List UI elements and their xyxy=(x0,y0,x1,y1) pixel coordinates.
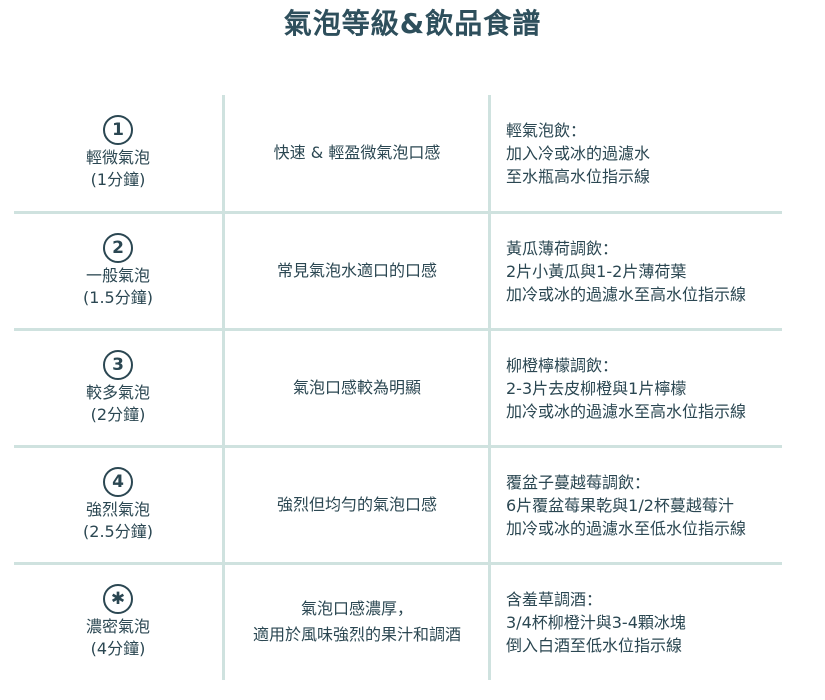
row-divider xyxy=(14,328,782,331)
level-number-badge: 1 xyxy=(103,115,133,145)
recipe-line: 加冷或冰的過濾水至高水位指示線 xyxy=(506,401,747,421)
description-line: 強烈但均勻的氣泡口感 xyxy=(276,495,437,514)
recipe-line: 加冷或冰的過濾水至低水位指示線 xyxy=(506,518,747,538)
recipe-title: 覆盆子蔓越莓調飲： xyxy=(506,472,651,492)
recipe-title: 柳橙檸檬調飲： xyxy=(506,355,619,375)
recipe-cell: 含羞草調酒： 3/4杯柳橙汁與3-4顆冰塊 倒入白酒至低水位指示線 xyxy=(506,564,782,680)
recipe-line: 3/4杯柳橙汁與3-4顆冰塊 xyxy=(506,612,686,632)
level-name: 一般氣泡 xyxy=(85,266,150,285)
description-cell: 氣泡口感濃厚， 適用於風味強烈的果汁和調酒 xyxy=(224,564,490,680)
column-divider xyxy=(488,95,491,680)
carbonation-table: 1 輕微氣泡 (1分鐘) 快速 & 輕盈微氣泡口感 輕氣泡飲： 加入冷或冰的過濾… xyxy=(14,95,782,680)
row-divider xyxy=(14,211,782,214)
table-row: 4 強烈氣泡 (2.5分鐘) 強烈但均勻的氣泡口感 覆盆子蔓越莓調飲： 6片覆盆… xyxy=(14,447,782,563)
description-line: 適用於風味強烈的果汁和調酒 xyxy=(252,625,461,644)
description-line: 氣泡口感較為明顯 xyxy=(292,378,421,397)
level-name: 輕微氣泡 xyxy=(85,148,150,167)
recipe-line: 加冷或冰的過濾水至高水位指示線 xyxy=(506,284,747,304)
recipe-line: 6片覆盆莓果乾與1/2杯蔓越莓汁 xyxy=(506,495,734,515)
recipe-line: 至水瓶高水位指示線 xyxy=(506,166,651,186)
recipe-cell: 柳橙檸檬調飲： 2-3片去皮柳橙與1片檸檬 加冷或冰的過濾水至高水位指示線 xyxy=(506,330,782,446)
description-cell: 快速 & 輕盈微氣泡口感 xyxy=(224,95,490,211)
page-title: 氣泡等級&飲品食譜 xyxy=(283,7,542,40)
description-line: 常見氣泡水適口的口感 xyxy=(276,261,437,280)
level-duration: (2.5分鐘) xyxy=(83,522,153,541)
level-duration: (1分鐘) xyxy=(90,170,146,189)
table-row: 3 較多氣泡 (2分鐘) 氣泡口感較為明顯 柳橙檸檬調飲： 2-3片去皮柳橙與1… xyxy=(14,330,782,446)
level-name: 較多氣泡 xyxy=(85,383,150,402)
recipe-line: 倒入白酒至低水位指示線 xyxy=(506,635,683,655)
level-duration: (4分鐘) xyxy=(90,639,146,658)
description-cell: 強烈但均勻的氣泡口感 xyxy=(224,447,490,563)
level-cell: ✱ 濃密氣泡 (4分鐘) xyxy=(14,564,222,680)
recipe-line: 加入冷或冰的過濾水 xyxy=(506,143,651,163)
recipe-line: 2-3片去皮柳橙與1片檸檬 xyxy=(506,378,687,398)
recipe-cell: 黃瓜薄荷調飲： 2片小黃瓜與1-2片薄荷葉 加冷或冰的過濾水至高水位指示線 xyxy=(506,213,782,329)
description-line: 快速 & 輕盈微氣泡口感 xyxy=(273,143,441,162)
table-row: ✱ 濃密氣泡 (4分鐘) 氣泡口感濃厚， 適用於風味強烈的果汁和調酒 含羞草調酒… xyxy=(14,564,782,680)
recipe-title: 黃瓜薄荷調飲： xyxy=(506,238,619,258)
level-number-badge: 4 xyxy=(103,467,133,497)
row-divider xyxy=(14,562,782,565)
level-cell: 2 一般氣泡 (1.5分鐘) xyxy=(14,213,222,329)
recipe-cell: 覆盆子蔓越莓調飲： 6片覆盆莓果乾與1/2杯蔓越莓汁 加冷或冰的過濾水至低水位指… xyxy=(506,447,782,563)
description-cell: 常見氣泡水適口的口感 xyxy=(224,213,490,329)
recipe-cell: 輕氣泡飲： 加入冷或冰的過濾水 至水瓶高水位指示線 xyxy=(506,95,782,211)
column-divider xyxy=(222,95,225,680)
table-row: 2 一般氣泡 (1.5分鐘) 常見氣泡水適口的口感 黃瓜薄荷調飲： 2片小黃瓜與… xyxy=(14,213,782,329)
level-duration: (1.5分鐘) xyxy=(83,288,153,307)
recipe-line: 2片小黃瓜與1-2片薄荷葉 xyxy=(506,261,687,281)
level-name: 濃密氣泡 xyxy=(85,617,150,636)
level-cell: 3 較多氣泡 (2分鐘) xyxy=(14,330,222,446)
table-row: 1 輕微氣泡 (1分鐘) 快速 & 輕盈微氣泡口感 輕氣泡飲： 加入冷或冰的過濾… xyxy=(14,95,782,211)
recipe-title: 輕氣泡飲： xyxy=(506,120,587,140)
level-name: 強烈氣泡 xyxy=(85,500,150,519)
row-divider xyxy=(14,445,782,448)
level-duration: (2分鐘) xyxy=(90,405,146,424)
description-line: 氣泡口感濃厚， xyxy=(300,599,413,618)
level-cell: 4 強烈氣泡 (2.5分鐘) xyxy=(14,447,222,563)
level-cell: 1 輕微氣泡 (1分鐘) xyxy=(14,95,222,211)
asterisk-icon: ✱ xyxy=(103,584,133,614)
recipe-title: 含羞草調酒： xyxy=(506,589,603,609)
level-number-badge: 2 xyxy=(103,233,133,263)
level-number-badge: 3 xyxy=(103,350,133,380)
description-cell: 氣泡口感較為明顯 xyxy=(224,330,490,446)
